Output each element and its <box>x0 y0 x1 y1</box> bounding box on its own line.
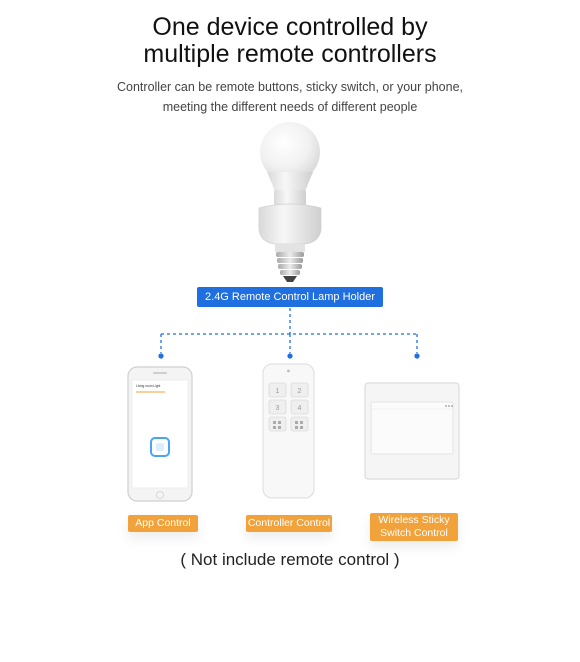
remote-key-2: 2 <box>298 388 302 395</box>
light-bulb-image <box>258 122 322 282</box>
controller-control-badge: Controller Control <box>246 515 332 532</box>
subtitle-line-2: meeting the different needs of different… <box>162 100 418 114</box>
switch-control-badge: Wireless Sticky Switch Control <box>370 513 458 541</box>
connection-diagram-lines <box>158 308 420 359</box>
page-title: One device controlled by multiple remote… <box>0 14 580 68</box>
app-control-badge: App Control <box>128 515 198 532</box>
controller-control-label: Controller Control <box>247 517 331 529</box>
phone-screen-title: Living room Light <box>136 384 160 388</box>
wall-switch-image <box>364 382 460 480</box>
remote-key-3: 3 <box>276 405 280 412</box>
subtitle-line-1: Controller can be remote buttons, sticky… <box>117 80 463 94</box>
title-line-1: One device controlled by <box>152 13 428 41</box>
remote-controller-image: 1 2 3 4 <box>262 363 315 499</box>
page-subtitle: Controller can be remote buttons, sticky… <box>0 77 580 117</box>
title-line-2: multiple remote controllers <box>143 40 437 68</box>
app-control-label: App Control <box>135 517 191 529</box>
smartphone-app-image: Living room Light <box>127 366 193 502</box>
remote-key-1: 1 <box>276 388 280 395</box>
remote-key-4: 4 <box>298 405 302 412</box>
lamp-holder-badge: 2.4G Remote Control Lamp Holder <box>197 287 383 307</box>
disclaimer-note: ( Not include remote control ) <box>180 550 400 569</box>
switch-control-label-line-1: Wireless Sticky <box>378 514 450 526</box>
switch-control-label-line-2: Switch Control <box>380 527 448 539</box>
